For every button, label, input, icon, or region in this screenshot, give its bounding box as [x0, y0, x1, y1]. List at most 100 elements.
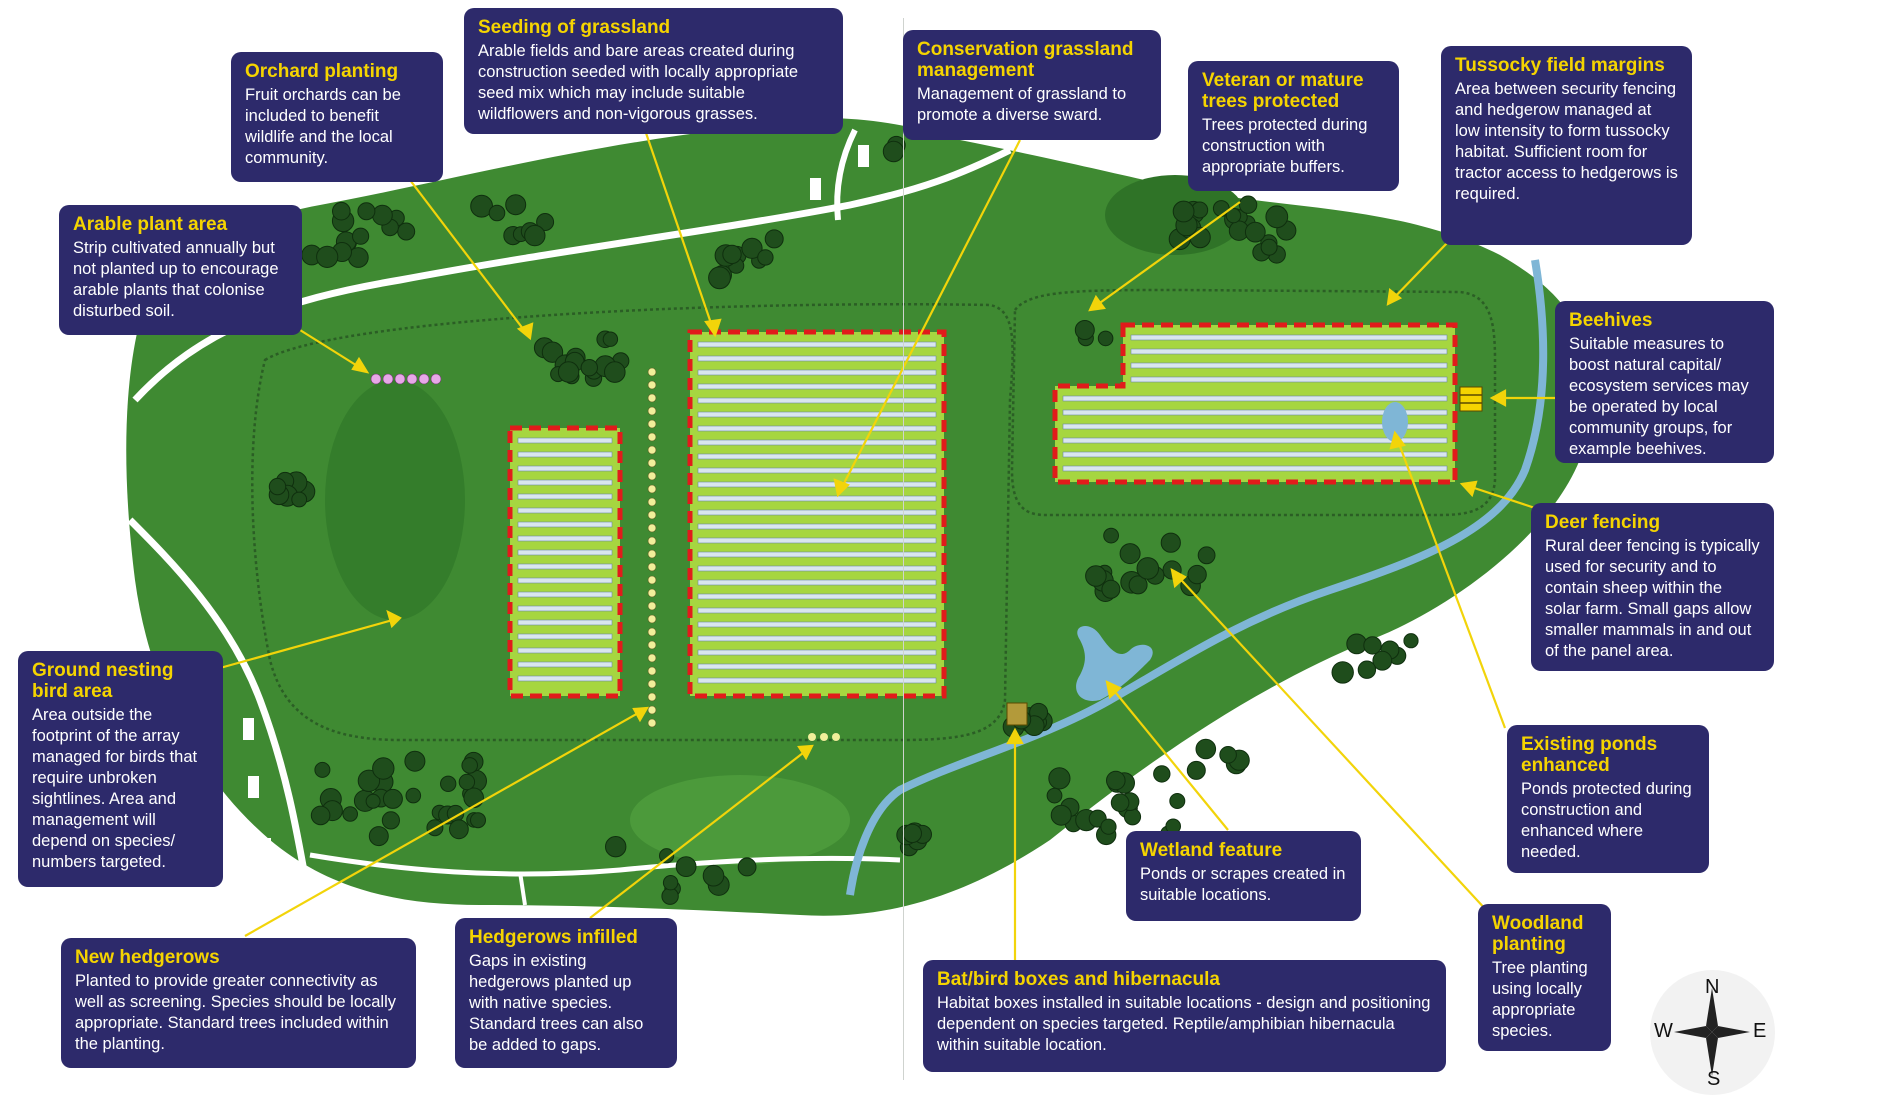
callout-title: Ground nesting bird area — [32, 660, 174, 702]
callout-title: Arable plant area — [73, 214, 228, 235]
road — [309, 852, 901, 877]
hedge-flower — [647, 575, 657, 585]
callout-title: Conservation grassland management — [917, 39, 1134, 81]
panel-row — [697, 397, 937, 404]
compass-north-label: N — [1705, 976, 1720, 998]
hedge-flower — [808, 733, 816, 741]
tree — [372, 204, 393, 226]
callout-title: Seeding of grassland — [478, 17, 671, 38]
callout-text: Ponds protected during construction and … — [1521, 780, 1692, 861]
panel-row — [697, 551, 937, 558]
tree — [557, 361, 580, 383]
tree — [675, 856, 697, 877]
arable-flowers — [370, 373, 442, 385]
tree — [381, 811, 400, 830]
hedge-flower — [647, 705, 657, 715]
tree — [580, 359, 598, 377]
tree — [458, 773, 476, 791]
hedge-flower — [647, 406, 657, 416]
hedge-flower — [647, 679, 657, 689]
tree — [1172, 200, 1195, 223]
callout-deer-fencing: Deer fencing Rural deer fencing is typic… — [1531, 503, 1774, 671]
tree — [1169, 793, 1186, 809]
tree — [722, 244, 742, 265]
callout-hedgerows-infilled: Hedgerows infilled Gaps in existing hedg… — [455, 918, 677, 1068]
callout-new-hedgerows: New hedgerows Planted to provide greater… — [61, 938, 416, 1068]
panel-row — [697, 593, 937, 600]
tree — [708, 266, 731, 290]
tree — [449, 819, 469, 840]
hedge-flower — [647, 666, 657, 676]
wetland-pond — [1076, 625, 1153, 701]
compass-west-label: W — [1654, 1020, 1673, 1042]
panel-row — [1130, 376, 1448, 383]
tree — [702, 864, 725, 887]
tree — [463, 787, 485, 809]
panel-row — [697, 621, 937, 628]
tree — [372, 757, 395, 780]
panel-row — [517, 451, 613, 458]
callout-text: Rural deer fencing is typically used for… — [1545, 537, 1760, 660]
panel-row — [1062, 465, 1448, 472]
callout-title: Woodland planting — [1492, 913, 1584, 955]
tree — [310, 805, 331, 826]
callout-title: Wetland feature — [1140, 840, 1283, 861]
hedge-flower — [647, 484, 657, 494]
callout-title: Existing ponds enhanced — [1521, 734, 1658, 776]
panel-row — [517, 591, 613, 598]
arable-flower — [370, 373, 382, 385]
east-field-boundary — [1010, 288, 1497, 517]
panel-row — [517, 493, 613, 500]
tree — [1260, 238, 1278, 256]
panel-row — [517, 675, 613, 682]
tree — [757, 249, 774, 266]
tree — [1097, 330, 1114, 347]
hedge-flower — [647, 588, 657, 598]
tree — [541, 341, 564, 363]
tree — [505, 194, 527, 216]
building — [858, 145, 869, 167]
compass-rose: N S W E — [1650, 970, 1775, 1095]
tree — [1238, 195, 1258, 214]
building — [810, 178, 821, 200]
tree — [882, 140, 905, 163]
callout-title: New hedgerows — [75, 947, 220, 968]
tree — [1331, 661, 1354, 684]
callout-seeding-of-grassland: Seeding of grassland Arable fields and b… — [464, 8, 843, 134]
callout-woodland-planting: Woodland planting Tree planting using lo… — [1478, 904, 1611, 1051]
panel-row — [517, 465, 613, 472]
arable-flower — [394, 373, 406, 385]
callout-ground-nesting-bird-area: Ground nesting bird area Area outside th… — [18, 651, 223, 887]
panel-row — [1062, 395, 1448, 402]
tree — [352, 227, 370, 245]
tree — [1160, 532, 1181, 553]
tree — [1265, 205, 1289, 229]
panel-row — [697, 649, 937, 656]
tree — [1050, 804, 1072, 826]
callout-title: Deer fencing — [1545, 512, 1661, 533]
hedge-flower — [647, 380, 657, 390]
callout-title: Hedgerows infilled — [469, 927, 638, 948]
callout-text: Tree planting using locally appropriate … — [1492, 959, 1588, 1040]
dark-patch — [630, 775, 850, 865]
building — [248, 776, 259, 798]
tree — [659, 848, 675, 864]
tree — [332, 201, 351, 221]
tree — [1403, 633, 1419, 649]
panel-row — [697, 607, 937, 614]
panel-row — [1062, 451, 1448, 458]
stream — [846, 259, 1548, 896]
tree — [1244, 221, 1266, 243]
tree — [1195, 738, 1217, 760]
tree — [1100, 818, 1117, 835]
tree — [1106, 770, 1126, 791]
tree — [1187, 564, 1207, 585]
tree — [1074, 320, 1095, 340]
compass-east-label: E — [1753, 1020, 1767, 1042]
panel-row — [517, 577, 613, 584]
tree — [1110, 793, 1130, 813]
panel-row — [697, 523, 937, 530]
building — [243, 718, 254, 740]
panel-row — [517, 521, 613, 528]
hedge-flower — [647, 471, 657, 481]
